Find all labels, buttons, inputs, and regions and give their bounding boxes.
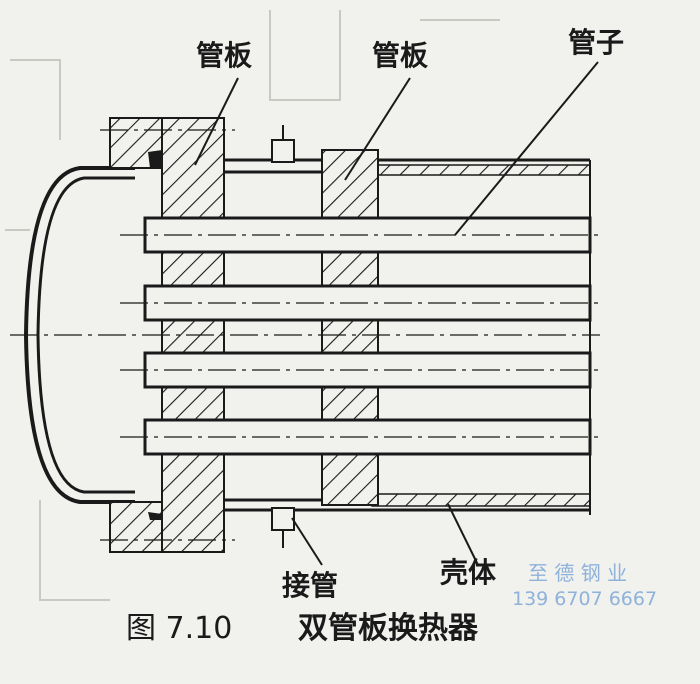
background-ghost-lines: [5, 10, 500, 601]
leader-lines: [194, 61, 599, 566]
label-tube: 管子: [568, 26, 624, 59]
label-tubesheet-left: 管板: [196, 39, 252, 72]
label-shell: 壳体: [440, 556, 497, 589]
watermark-phone: 139 6707 6667: [512, 588, 657, 610]
nozzle-top: [271, 125, 295, 163]
shell: [225, 158, 591, 515]
label-nozzle: 接管: [282, 569, 338, 602]
nozzle-bottom: [271, 507, 295, 548]
center-lines: [10, 129, 600, 541]
label-tubesheet-right: 管板: [372, 39, 428, 72]
figure-number: 图 7.10: [126, 611, 232, 646]
figure-title: 双管板换热器: [298, 611, 479, 646]
watermark-company: 至 德 钢 业: [528, 561, 627, 585]
